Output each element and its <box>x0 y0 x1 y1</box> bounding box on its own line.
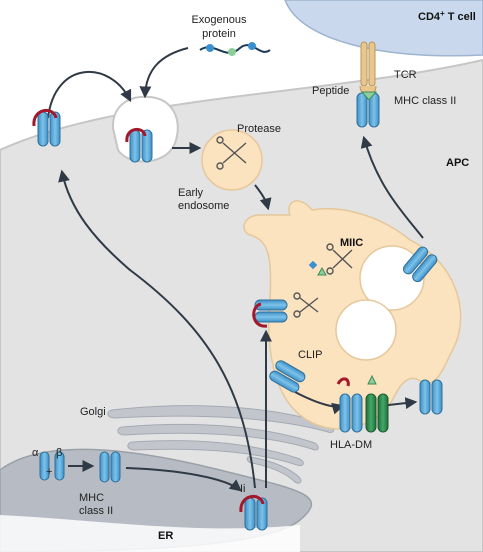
alpha-label: α <box>32 447 39 459</box>
mhc-miic-edge <box>402 246 438 283</box>
arrow-endosome-to-miic <box>254 184 272 211</box>
t-cell-label: CD4+ T cell <box>418 9 476 23</box>
beta-label: β <box>56 447 62 459</box>
mhc-loaded <box>419 379 443 415</box>
peptide-label: Peptide <box>312 85 349 97</box>
er-label: ER <box>158 530 173 542</box>
mhc-with-ii-er <box>239 495 268 531</box>
miic-label: MIIC <box>340 237 363 249</box>
fragment-triangle-icon <box>317 266 327 276</box>
peptide-on-mhc-icon <box>360 91 378 101</box>
mhc-ii-complex-miic <box>252 299 288 328</box>
er-lower-band <box>0 515 300 552</box>
arrow-golgi-to-surface <box>58 169 256 489</box>
tcr-receptor <box>359 41 377 96</box>
beta-chain <box>54 451 65 481</box>
exogenous-label: Exogenous <box>191 14 247 26</box>
arrow-uptake <box>139 47 189 99</box>
class-ii-er-label: class II <box>79 505 113 517</box>
tcr-label: TCR <box>394 69 417 81</box>
mhc-clip <box>269 360 306 393</box>
arrow-recycle <box>47 70 132 119</box>
hla-dm-label: HLA-DM <box>330 439 372 451</box>
golgi-stacks <box>107 405 335 484</box>
clip-fragment-icon <box>336 377 350 387</box>
peptide-triangle-icon <box>367 374 377 385</box>
mhc-pocket <box>125 128 153 163</box>
t-cell <box>284 0 483 57</box>
protein-chain-icon <box>199 42 271 56</box>
arrow-er-to-ii <box>125 467 242 492</box>
early-label: Early <box>178 187 204 199</box>
ii-label: Ii <box>240 483 246 495</box>
fragment-icon <box>308 260 318 270</box>
scissors-icon-miic <box>326 243 353 275</box>
early-endosome <box>201 129 263 191</box>
apc-label: APC <box>446 157 469 169</box>
mhc-class-ii-top-label: MHC class II <box>394 95 456 107</box>
mhc-er-label: MHC <box>79 492 104 504</box>
plus-label: + <box>46 466 52 478</box>
mhc-assembled-er <box>99 451 121 483</box>
protease-label: Protease <box>237 123 281 135</box>
alpha-chain <box>39 451 50 481</box>
mhc-presenting <box>356 92 380 128</box>
protein-label: protein <box>202 28 236 40</box>
miic-vesicle-2 <box>335 299 397 361</box>
scissors-icon <box>216 136 247 170</box>
golgi-label: Golgi <box>80 406 106 418</box>
clip-label: CLIP <box>298 349 322 361</box>
scissors-icon-ii <box>293 292 319 318</box>
arrow-miic-to-surface <box>360 135 424 239</box>
mhc-surface-left <box>32 109 61 147</box>
endosome-label: endosome <box>178 200 229 212</box>
mhc-hla-dm-pair <box>339 393 389 433</box>
